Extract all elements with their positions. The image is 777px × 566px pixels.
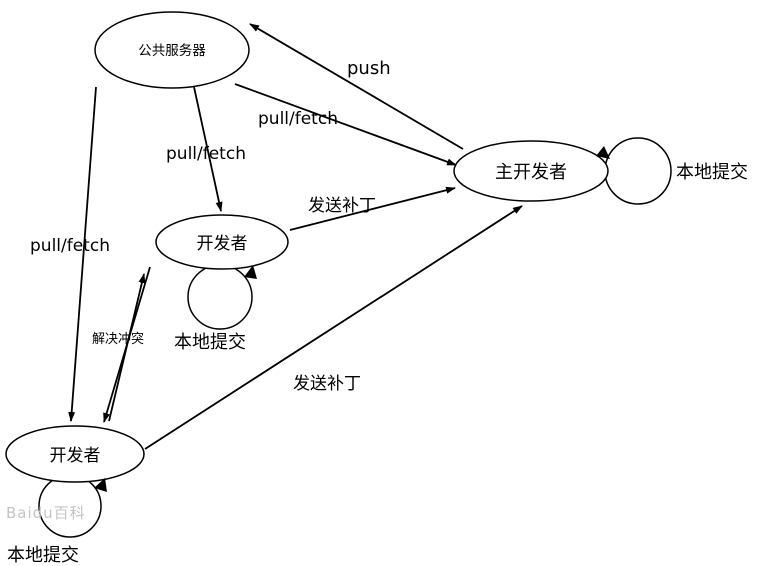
- edge-resolve-conflict-up: [108, 273, 146, 422]
- self-loop-developer-mid: [187, 264, 253, 330]
- self-loop-mid-arrowhead: [244, 265, 257, 279]
- node-label-developer-bottom: 开发者: [50, 446, 101, 466]
- label-local-commit-mid: 本地提交: [174, 332, 246, 353]
- node-label-public-server: 公共服务器: [138, 43, 206, 59]
- node-developer-mid: [155, 214, 289, 270]
- label-local-commit-main: 本地提交: [676, 162, 748, 183]
- label-pull-fetch-main: pull/fetch: [258, 109, 338, 129]
- edge-pull-fetch-to-bottom: [68, 86, 97, 422]
- node-label-developer-mid: 开发者: [197, 234, 248, 254]
- label-local-commit-bottom: 本地提交: [7, 545, 79, 566]
- node-developer-bottom: [5, 425, 145, 483]
- label-pull-fetch-mid: pull/fetch: [166, 144, 246, 164]
- edge-pull-fetch-to-mid: [193, 86, 223, 212]
- node-label-main-developer: 主开发者: [495, 162, 567, 183]
- node-public-server: [94, 11, 250, 89]
- label-send-patch-mid: 发送补丁: [308, 196, 376, 216]
- label-send-patch-bottom: 发送补丁: [293, 374, 361, 394]
- watermark: Baidu百科: [6, 504, 86, 522]
- self-loop-bottom-arrowhead: [94, 478, 107, 492]
- edge-send-patch-bottom: [144, 205, 523, 450]
- label-pull-fetch-bottom: pull/fetch: [30, 236, 110, 256]
- label-resolve-conflict: 解决冲突: [92, 331, 144, 347]
- edge-send-patch-mid: [289, 186, 456, 231]
- self-loop-main-developer: [604, 137, 672, 205]
- edge-pull-fetch-to-main: [234, 83, 457, 166]
- self-loop-main-arrowhead: [596, 146, 610, 159]
- edge-push-arrow: [249, 23, 464, 150]
- node-main-developer: [453, 140, 609, 202]
- label-push: push: [347, 58, 391, 79]
